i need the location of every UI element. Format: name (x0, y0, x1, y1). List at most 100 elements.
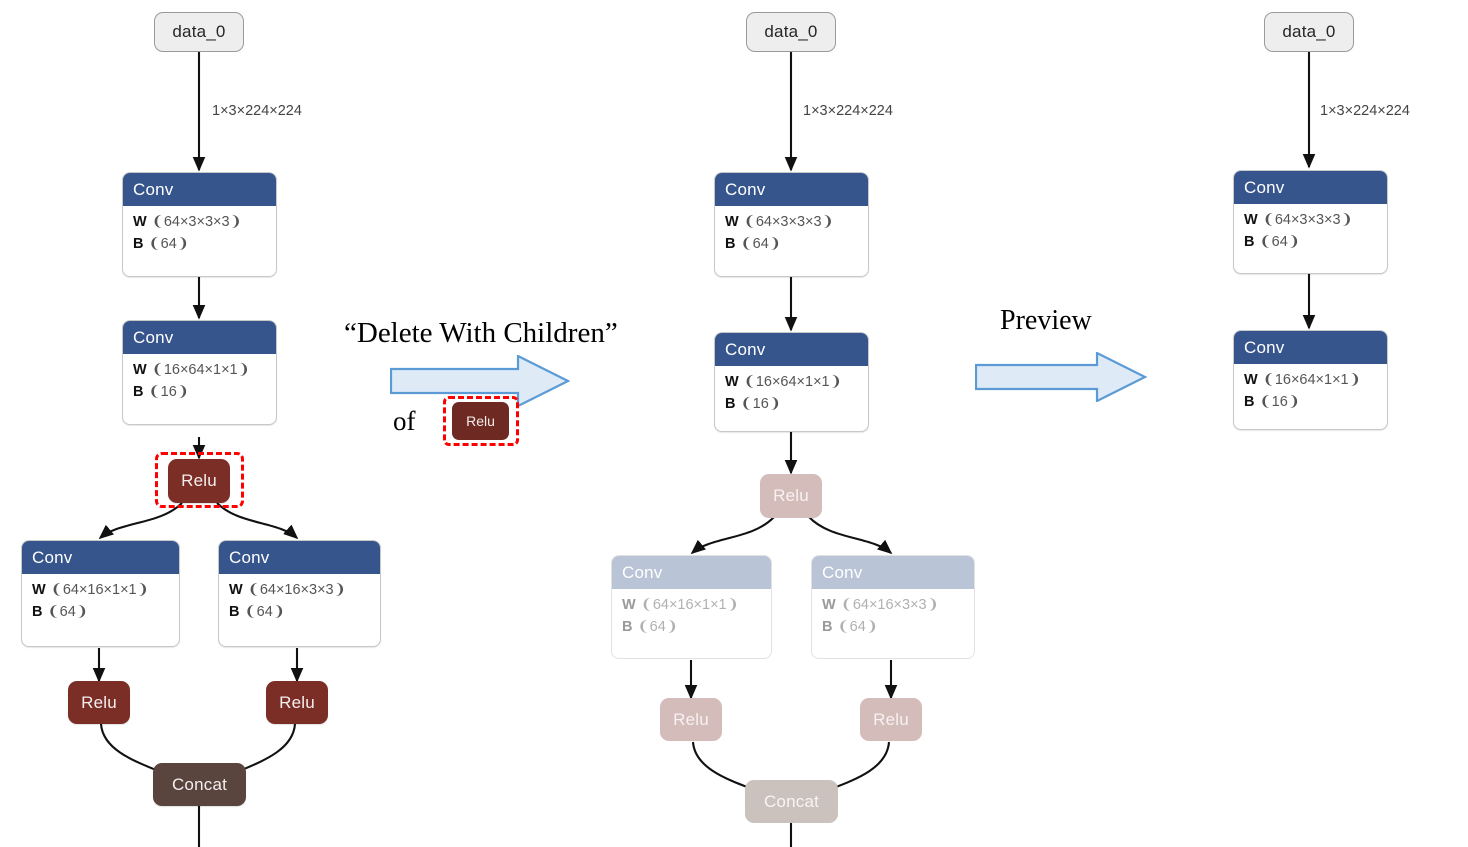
attr-row-bias: B❨64❩ (32, 601, 179, 623)
attr-key: W (32, 582, 46, 598)
node-label: data_0 (172, 22, 226, 41)
attr-row-weight: W❨64×3×3×3❩ (133, 211, 276, 233)
node-header: Conv (715, 173, 868, 206)
node-attrs: W❨64×3×3×3❩ B❨64❩ (123, 206, 276, 260)
selection-highlight-ring (155, 452, 244, 508)
edge-label-tensor-shape-preview: 1×3×224×224 (803, 103, 893, 119)
attr-row-bias: B❨16❩ (1244, 391, 1387, 413)
annotation-delete-with-children-title: “Delete With Children” (344, 317, 618, 349)
attr-value: ❨64×3×3×3❩ (1262, 212, 1353, 228)
attr-value: ❨64×16×3×3❩ (840, 597, 939, 613)
node-header: Conv (1234, 171, 1387, 204)
node-conv-2-preview[interactable]: Conv W❨16×64×1×1❩ B❨16❩ (714, 332, 869, 432)
attr-row-bias: B❨64❩ (622, 616, 771, 638)
node-conv-1-before[interactable]: Conv W❨64×3×3×3❩ B❨64❩ (122, 172, 277, 277)
attr-key: B (622, 619, 633, 635)
transition-arrow-preview (975, 352, 1147, 402)
attr-row-weight: W❨16×64×1×1❩ (725, 371, 868, 393)
attr-key: B (133, 384, 144, 400)
attr-key: B (822, 619, 833, 635)
node-label: Concat (763, 791, 820, 811)
node-attrs: W❨64×3×3×3❩ B❨64❩ (715, 206, 868, 260)
edge-label-tensor-shape-before: 1×3×224×224 (212, 103, 302, 119)
attr-row-weight: W❨64×3×3×3❩ (1244, 209, 1387, 231)
attr-value: ❨64❩ (740, 236, 781, 252)
attr-value: ❨64❩ (637, 619, 678, 635)
node-header: Conv (812, 556, 974, 589)
attr-value: ❨64❩ (1259, 234, 1300, 250)
node-conv-4-before[interactable]: Conv W❨64×16×3×3❩ B❨64❩ (218, 540, 381, 647)
node-conv-2-after[interactable]: Conv W❨16×64×1×1❩ B❨16❩ (1233, 330, 1388, 430)
node-attrs: W❨16×64×1×1❩ B❨16❩ (123, 354, 276, 408)
node-relu-1-preview[interactable]: Relu (760, 474, 822, 518)
attr-value: ❨64❩ (148, 236, 189, 252)
node-relu-3-preview[interactable]: Relu (860, 698, 922, 741)
attr-row-bias: B❨16❩ (725, 393, 868, 415)
attr-key: B (725, 396, 736, 412)
node-label: data_0 (764, 22, 818, 41)
attr-row-bias: B❨64❩ (133, 233, 276, 255)
node-label: Relu (466, 413, 495, 429)
attr-row-weight: W❨64×16×1×1❩ (622, 594, 771, 616)
node-conv-1-preview[interactable]: Conv W❨64×3×3×3❩ B❨64❩ (714, 172, 869, 277)
node-header: Conv (612, 556, 771, 589)
node-attrs: W❨64×16×1×1❩ B❨64❩ (612, 589, 771, 643)
node-attrs: W❨64×16×3×3❩ B❨64❩ (219, 574, 380, 628)
attr-key: W (1244, 212, 1258, 228)
attr-row-weight: W❨64×16×3×3❩ (822, 594, 974, 616)
attr-row-weight: W❨16×64×1×1❩ (133, 359, 276, 381)
attr-key: B (133, 236, 144, 252)
node-data-0-preview[interactable]: data_0 (746, 12, 836, 52)
attr-row-bias: B❨64❩ (725, 233, 868, 255)
attr-row-weight: W❨64×16×3×3❩ (229, 579, 380, 601)
node-conv-2-before[interactable]: Conv W❨16×64×1×1❩ B❨16❩ (122, 320, 277, 425)
node-header: Conv (123, 321, 276, 354)
node-label: Relu (673, 709, 709, 729)
node-conv-4-preview[interactable]: Conv W❨64×16×3×3❩ B❨64❩ (811, 555, 975, 659)
annotation-preview-label: Preview (1000, 305, 1092, 336)
annotation-target-highlight-ring (443, 396, 519, 446)
node-label: data_0 (1282, 22, 1336, 41)
node-data-0-before[interactable]: data_0 (154, 12, 244, 52)
node-attrs: W❨64×16×1×1❩ B❨64❩ (22, 574, 179, 628)
attr-value: ❨16❩ (1259, 394, 1300, 410)
attr-key: W (725, 214, 739, 230)
node-header: Conv (1234, 331, 1387, 364)
attr-row-bias: B❨64❩ (229, 601, 380, 623)
attr-value: ❨64×3×3×3❩ (151, 214, 242, 230)
node-relu-2-preview[interactable]: Relu (660, 698, 722, 741)
node-conv-3-before[interactable]: Conv W❨64×16×1×1❩ B❨64❩ (21, 540, 180, 647)
node-conv-3-preview[interactable]: Conv W❨64×16×1×1❩ B❨64❩ (611, 555, 772, 659)
annotation-target-relu-node: Relu (452, 402, 509, 440)
attr-value: ❨64❩ (837, 619, 878, 635)
node-relu-3-before[interactable]: Relu (266, 681, 328, 724)
node-attrs: W❨16×64×1×1❩ B❨16❩ (1234, 364, 1387, 418)
attr-row-bias: B❨64❩ (822, 616, 974, 638)
attr-key: W (133, 214, 147, 230)
attr-value: ❨64×16×3×3❩ (247, 582, 346, 598)
node-attrs: W❨64×16×3×3❩ B❨64❩ (812, 589, 974, 643)
node-relu-1-before[interactable]: Relu (168, 459, 230, 503)
attr-key: W (229, 582, 243, 598)
attr-key: B (1244, 394, 1255, 410)
attr-key: B (1244, 234, 1255, 250)
node-attrs: W❨16×64×1×1❩ B❨16❩ (715, 366, 868, 420)
node-conv-1-after[interactable]: Conv W❨64×3×3×3❩ B❨64❩ (1233, 170, 1388, 274)
attr-key: W (1244, 372, 1258, 388)
attr-row-weight: W❨16×64×1×1❩ (1244, 369, 1387, 391)
node-concat-1-preview[interactable]: Concat (745, 780, 838, 823)
transition-arrow-delete (390, 355, 570, 407)
node-relu-2-before[interactable]: Relu (68, 681, 130, 724)
node-label: Relu (181, 471, 217, 490)
node-concat-1-before[interactable]: Concat (153, 763, 246, 806)
node-label: Relu (81, 692, 117, 712)
node-label: Relu (873, 709, 909, 729)
attr-row-bias: B❨16❩ (133, 381, 276, 403)
attr-key: B (229, 604, 240, 620)
node-data-0-after[interactable]: data_0 (1264, 12, 1354, 52)
attr-value: ❨64×16×1×1❩ (640, 597, 739, 613)
attr-row-bias: B❨64❩ (1244, 231, 1387, 253)
node-header: Conv (219, 541, 380, 574)
attr-value: ❨16×64×1×1❩ (151, 362, 250, 378)
